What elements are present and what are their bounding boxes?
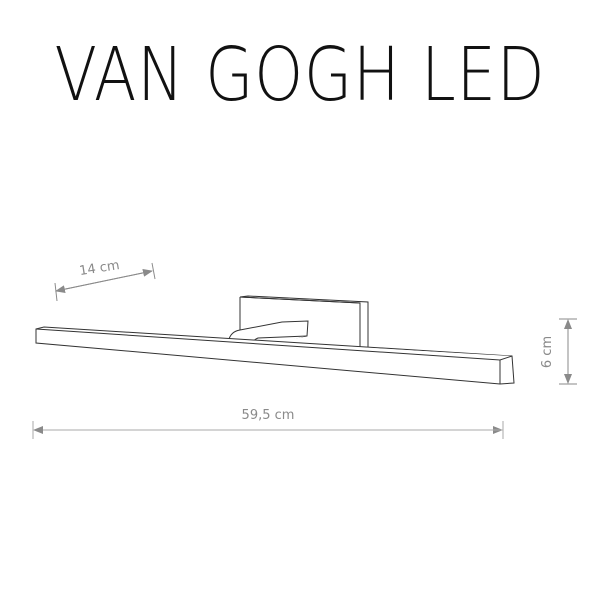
width-dimension: 59,5 cm [32, 408, 504, 439]
led-bar-icon [35, 326, 515, 385]
depth-dimension: 14 cm [54, 258, 156, 302]
depth-label: 14 cm [78, 258, 120, 279]
height-label: 6 cm [540, 336, 555, 368]
product-title: VAN GOGH LED [48, 38, 552, 112]
width-label: 59,5 cm [242, 408, 295, 423]
product-title-text: VAN GOGH LED [54, 32, 546, 118]
height-dimension: 6 cm [540, 318, 577, 385]
